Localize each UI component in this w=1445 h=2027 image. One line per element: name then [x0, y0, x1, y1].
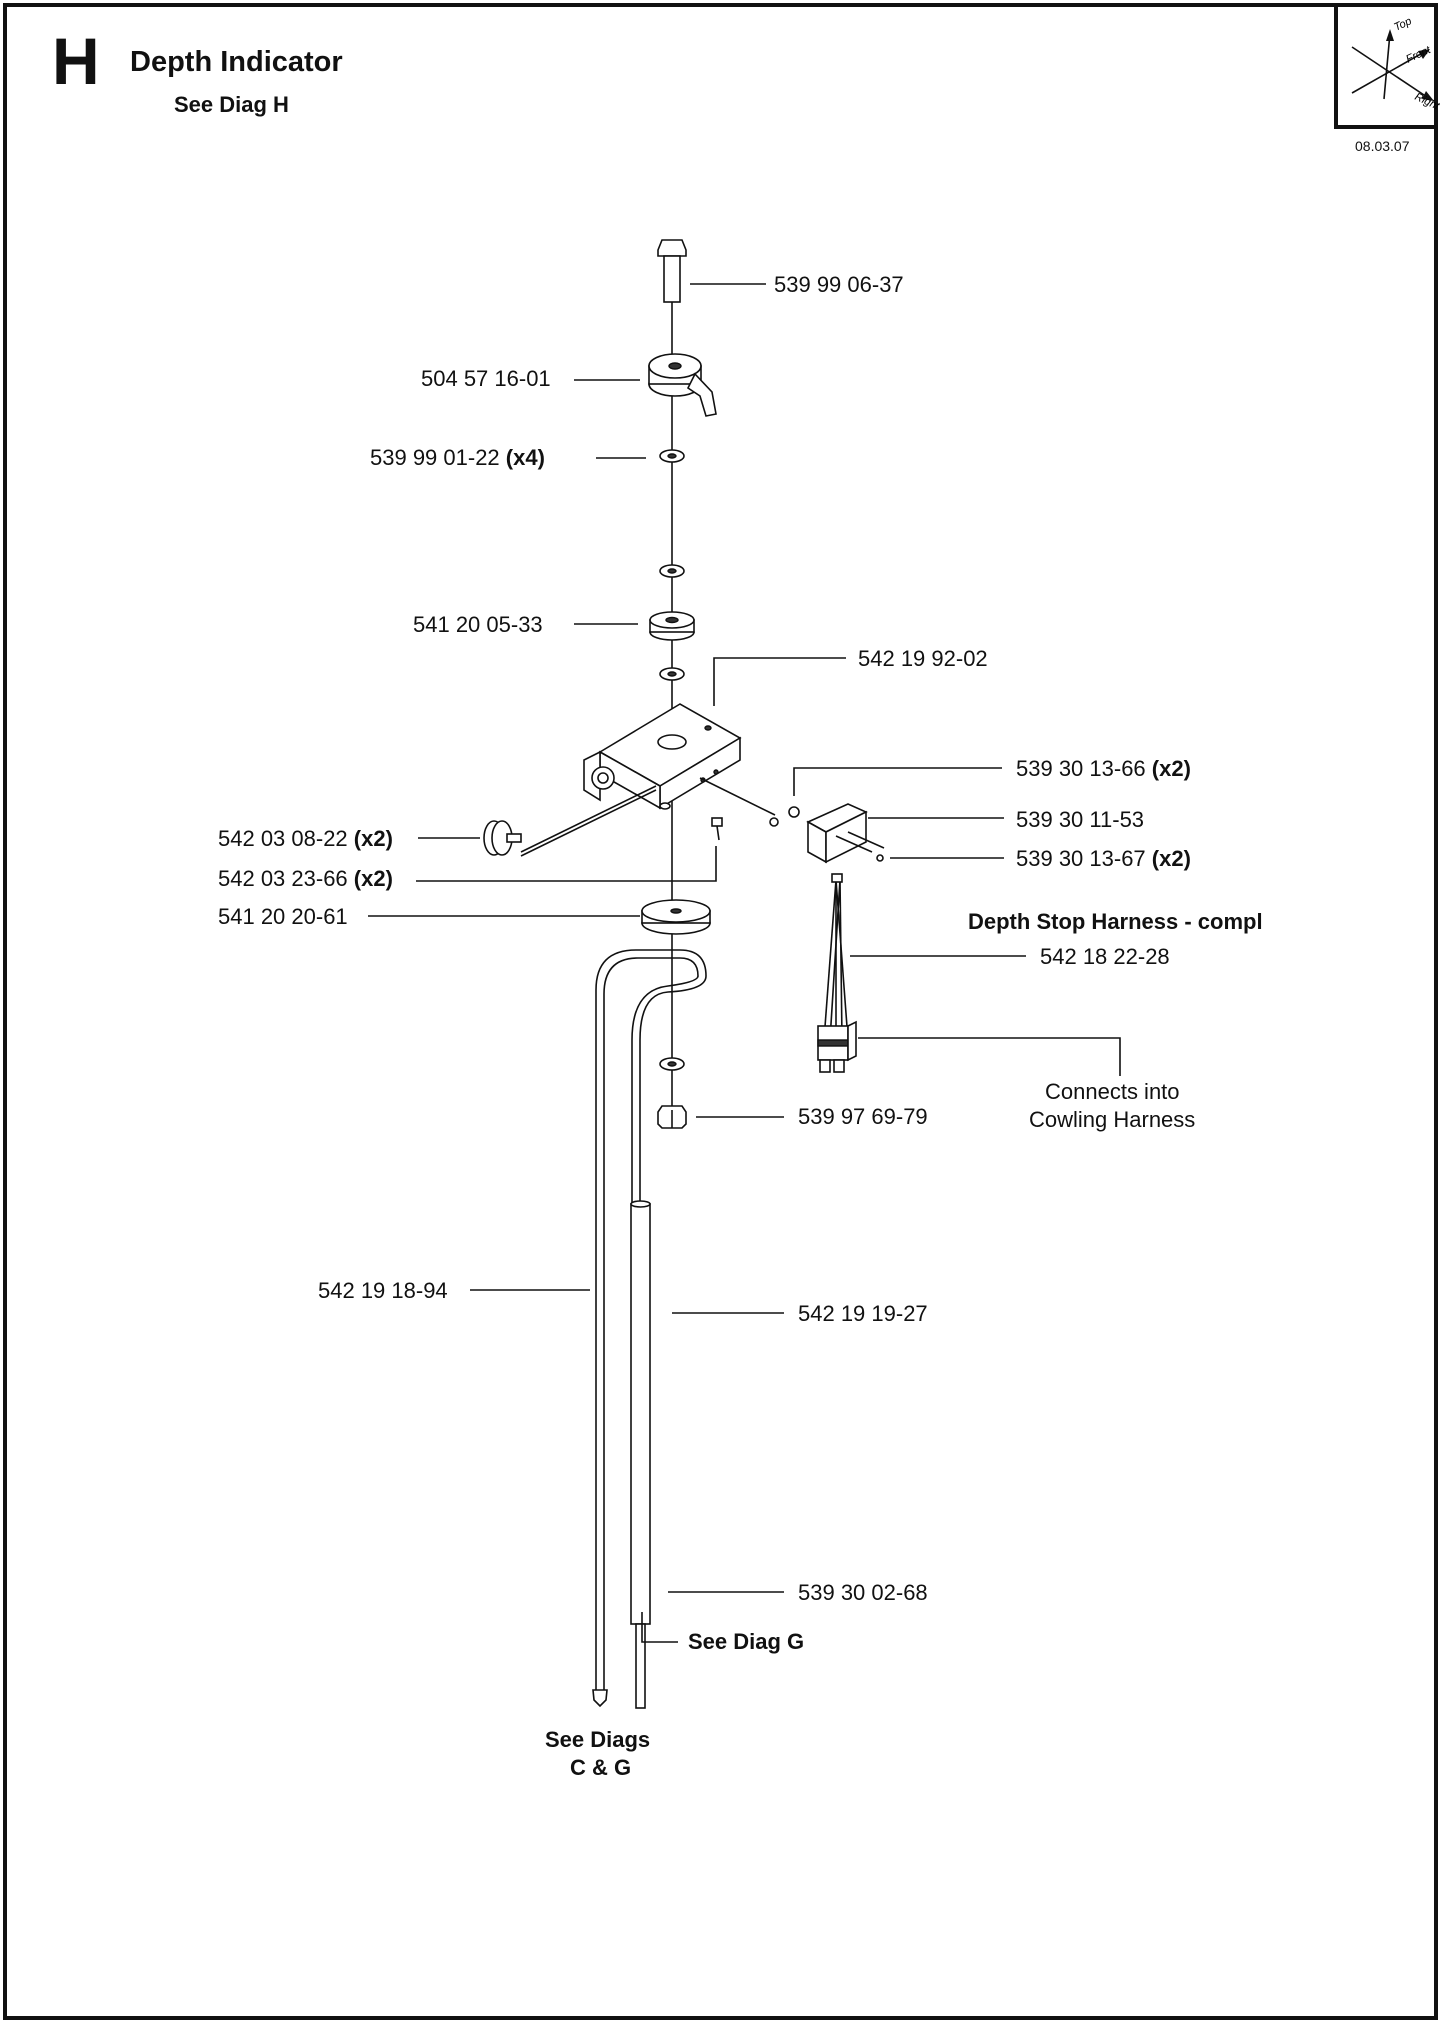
see-diags-note-line1: See Diags [545, 1727, 651, 1752]
part-label-539-99-01-22: 539 99 01-22 (x4) [370, 445, 545, 470]
section-letter: H [52, 24, 100, 98]
part-label-542-19-19-27: 542 19 19-27 [798, 1301, 928, 1326]
harness-title-label: Depth Stop Harness - compl [968, 909, 1263, 934]
bushing-part [649, 611, 695, 641]
diagram-title: Depth Indicator [130, 46, 343, 78]
part-label-539-30-13-67: 539 30 13-67 (x2) [1016, 846, 1191, 871]
part-label-542-03-23-66: 542 03 23-66 (x2) [218, 866, 393, 891]
washer-hole [667, 671, 677, 677]
part-label-539-30-13-66: 539 30 13-66 (x2) [1016, 756, 1191, 781]
bracket-part [583, 703, 742, 810]
leader-line [858, 1037, 1121, 1076]
part-label-539-30-02-68: 539 30 02-68 [798, 1580, 928, 1605]
leader-line [713, 657, 846, 706]
orientation-axes-icon: Top Front Right [1351, 15, 1442, 113]
washer-hole [667, 1061, 677, 1067]
page-border [3, 3, 1438, 2020]
diagram-subtitle: See Diag H [174, 92, 289, 117]
orientation-box: Top Front Right [1334, 3, 1442, 129]
wire-rod-part [592, 949, 707, 1708]
part-label-542-18-22-28: 542 18 22-28 [1040, 944, 1170, 969]
part-label-504-57-16-01: 504 57 16-01 [421, 366, 551, 391]
nut-part [657, 1105, 687, 1129]
connects-note-line2: Cowling Harness [1029, 1107, 1196, 1132]
part-label-542-03-08-22: 542 03 08-22 (x2) [218, 826, 393, 851]
switch-part [699, 777, 885, 864]
washer-hole [667, 568, 677, 574]
connects-note-line1: Connects into [1045, 1079, 1180, 1104]
part-label-541-20-20-61: 541 20 20-61 [218, 904, 348, 929]
rod-end-part [635, 1623, 646, 1709]
see-diags-note-line2: C & G [570, 1755, 632, 1780]
part-label-542-19-18-94: 542 19 18-94 [318, 1278, 448, 1303]
disc-part [641, 899, 711, 935]
part-label-542-19-92-02: 542 19 92-02 [858, 646, 988, 671]
adjuster-knob-part [483, 785, 657, 857]
washer-hole [667, 453, 677, 459]
lever-knob-part [648, 353, 717, 417]
bolt-part [657, 239, 687, 303]
see-diag-g-note: See Diag G [688, 1629, 805, 1654]
leader-line [793, 767, 1002, 796]
set-screw-part [711, 817, 723, 841]
revision-date: 08.03.07 [1355, 138, 1410, 154]
part-label-539-99-06-37: 539 99 06-37 [774, 272, 904, 297]
part-label-539-97-69-79: 539 97 69-79 [798, 1104, 928, 1129]
wiring-harness-part [817, 873, 857, 1073]
part-label-539-30-11-53: 539 30 11-53 [1016, 807, 1145, 832]
leader-line [641, 1612, 678, 1643]
tube-part [630, 1200, 651, 1625]
part-label-541-20-05-33: 541 20 05-33 [413, 612, 543, 637]
leader-line [416, 846, 717, 882]
